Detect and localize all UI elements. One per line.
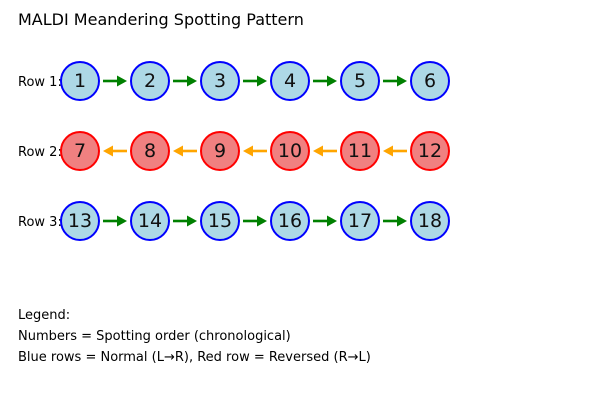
arrow-right-icon bbox=[243, 75, 267, 87]
arrow-right-icon bbox=[383, 75, 407, 87]
arrow-right-icon bbox=[243, 215, 267, 227]
spot-circle: 10 bbox=[270, 131, 310, 171]
spot-circle: 18 bbox=[410, 201, 450, 241]
arrow-left-icon bbox=[313, 145, 337, 157]
arrow-right-icon bbox=[313, 215, 337, 227]
row-label: Row 3: bbox=[18, 215, 62, 230]
arrow-left-icon bbox=[173, 145, 197, 157]
spot-circle: 11 bbox=[340, 131, 380, 171]
row-label: Row 1: bbox=[18, 75, 62, 90]
legend-line: Numbers = Spotting order (chronological) bbox=[18, 329, 291, 344]
spot-circle: 9 bbox=[200, 131, 240, 171]
spot-circle: 15 bbox=[200, 201, 240, 241]
arrow-left-icon bbox=[383, 145, 407, 157]
legend-heading: Legend: bbox=[18, 308, 71, 323]
arrow-right-icon bbox=[313, 75, 337, 87]
spot-circle: 5 bbox=[340, 61, 380, 101]
arrow-right-icon bbox=[383, 215, 407, 227]
spot-circle: 16 bbox=[270, 201, 310, 241]
arrow-right-icon bbox=[103, 75, 127, 87]
arrow-right-icon bbox=[103, 215, 127, 227]
spot-circle: 8 bbox=[130, 131, 170, 171]
spot-circle: 14 bbox=[130, 201, 170, 241]
row-label: Row 2: bbox=[18, 145, 62, 160]
legend-block: Legend: Numbers = Spotting order (chrono… bbox=[18, 305, 371, 368]
arrow-left-icon bbox=[243, 145, 267, 157]
spot-circle: 2 bbox=[130, 61, 170, 101]
spot-circle: 3 bbox=[200, 61, 240, 101]
arrow-right-icon bbox=[173, 75, 197, 87]
diagram-title: MALDI Meandering Spotting Pattern bbox=[18, 10, 304, 29]
spot-circle: 1 bbox=[60, 61, 100, 101]
legend-line: Blue rows = Normal (L→R), Red row = Reve… bbox=[18, 350, 371, 365]
spot-circle: 17 bbox=[340, 201, 380, 241]
spot-circle: 6 bbox=[410, 61, 450, 101]
spot-circle: 12 bbox=[410, 131, 450, 171]
spot-circle: 7 bbox=[60, 131, 100, 171]
arrow-left-icon bbox=[103, 145, 127, 157]
spot-circle: 13 bbox=[60, 201, 100, 241]
arrow-right-icon bbox=[173, 215, 197, 227]
spot-circle: 4 bbox=[270, 61, 310, 101]
